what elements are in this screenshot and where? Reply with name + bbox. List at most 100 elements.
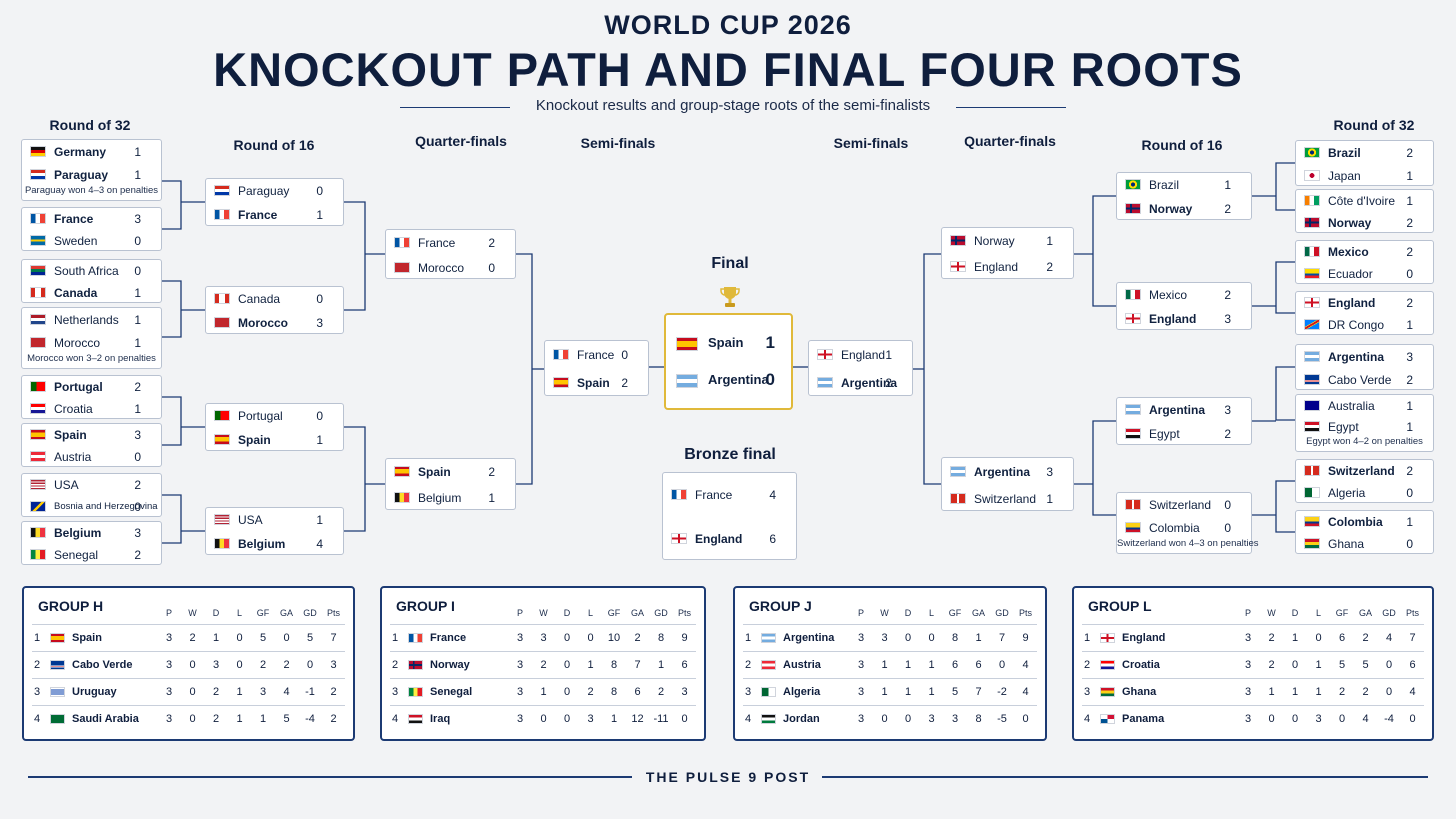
belgium-flag-icon [30, 527, 46, 538]
stat-ga: 7 [975, 686, 982, 698]
team-score: 1 [885, 348, 892, 362]
team-name: Bosnia and Herzegovina [54, 501, 158, 512]
team-name: England [1328, 296, 1376, 310]
stat-gd: 1 [657, 659, 665, 671]
team-score: 3 [1224, 403, 1231, 417]
team-name: Norway [974, 234, 1015, 248]
position: 3 [34, 686, 41, 698]
stat-l: 1 [236, 713, 243, 725]
japan-flag-icon [1304, 169, 1320, 181]
stat-ga: 6 [975, 659, 982, 671]
paraguay-flag-icon [30, 168, 46, 180]
stat-gf: 1 [259, 713, 267, 725]
stat-d: 0 [563, 659, 571, 671]
round-label-r16-right: Round of 16 [1141, 137, 1223, 153]
team-score: 2 [134, 478, 141, 492]
team-name: Belgium [54, 526, 102, 540]
stat-l: 1 [587, 659, 594, 671]
stat-p: 3 [1244, 686, 1252, 698]
stat-w: 3 [881, 632, 888, 644]
stat-d: 0 [1291, 713, 1299, 725]
team-score: 0 [1406, 267, 1413, 281]
position: 2 [34, 659, 41, 671]
column-header: L [928, 608, 934, 618]
stat-gd: -1 [305, 686, 315, 698]
stat-l: 1 [236, 686, 243, 698]
penalty-note: Switzerland won 4–3 on penalties [1117, 538, 1259, 549]
team-name: England [695, 532, 743, 546]
team-score: 1 [134, 286, 141, 300]
stat-gd: -2 [997, 686, 1007, 698]
jordan-flag-icon [761, 714, 776, 724]
final-team-score: 0 [765, 370, 775, 389]
match-final[interactable]: Spain 1 Argentina 0 [664, 313, 793, 410]
team-name: Norway [430, 659, 470, 671]
stat-pts: 3 [330, 659, 337, 671]
footer-rule-right [822, 776, 1428, 778]
column-header: P [165, 608, 172, 618]
stat-d: 0 [904, 632, 912, 644]
column-header: GA [630, 608, 644, 618]
team-name: Ghana [1328, 537, 1365, 551]
team-name: Algeria [783, 686, 821, 698]
column-header: D [212, 608, 220, 618]
team-score: 2 [1406, 464, 1413, 478]
stat-gd: 0 [998, 659, 1006, 671]
team-name: Spain [577, 376, 610, 390]
england-flag-icon [1100, 633, 1115, 643]
team-score: 1 [134, 167, 141, 182]
team-score: 1 [1406, 515, 1413, 529]
position: 2 [392, 659, 399, 671]
team-name: Portugal [238, 409, 283, 423]
france-flag-icon [408, 633, 423, 643]
